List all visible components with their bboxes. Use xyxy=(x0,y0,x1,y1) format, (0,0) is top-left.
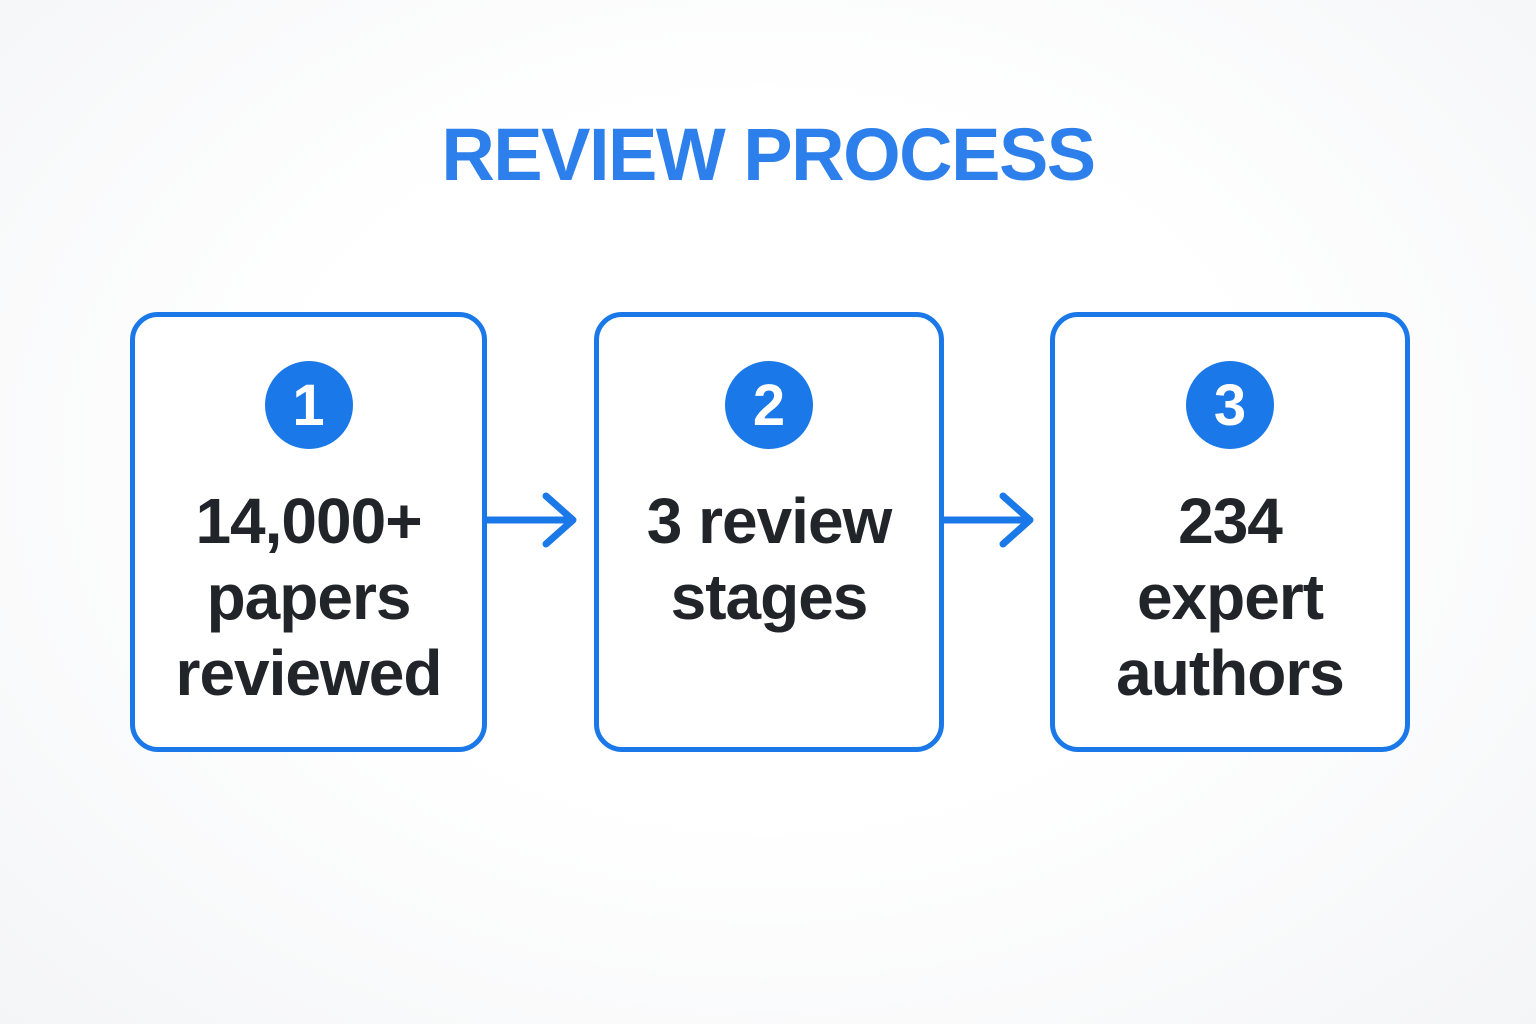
step-number-badge: 2 xyxy=(725,361,813,449)
step-number-badge: 1 xyxy=(264,361,353,449)
right-arrow-icon xyxy=(942,492,1034,548)
step-number: 1 xyxy=(292,372,325,438)
step-label: 234 expert authors xyxy=(1116,485,1345,709)
step-number: 3 xyxy=(1213,372,1247,438)
step-card-1: 1 14,000+ papers reviewed xyxy=(130,312,487,752)
right-arrow-icon xyxy=(485,492,577,548)
step-number-badge: 3 xyxy=(1186,361,1274,449)
step-card-3: 3 234 expert authors xyxy=(1050,312,1410,752)
step-label: 14,000+ papers reviewed xyxy=(175,485,443,709)
step-card-2: 2 3 review stages xyxy=(594,312,944,752)
page-title: REVIEW PROCESS xyxy=(441,113,1096,196)
step-label: 3 review stages xyxy=(646,485,893,633)
step-number: 2 xyxy=(752,372,786,438)
